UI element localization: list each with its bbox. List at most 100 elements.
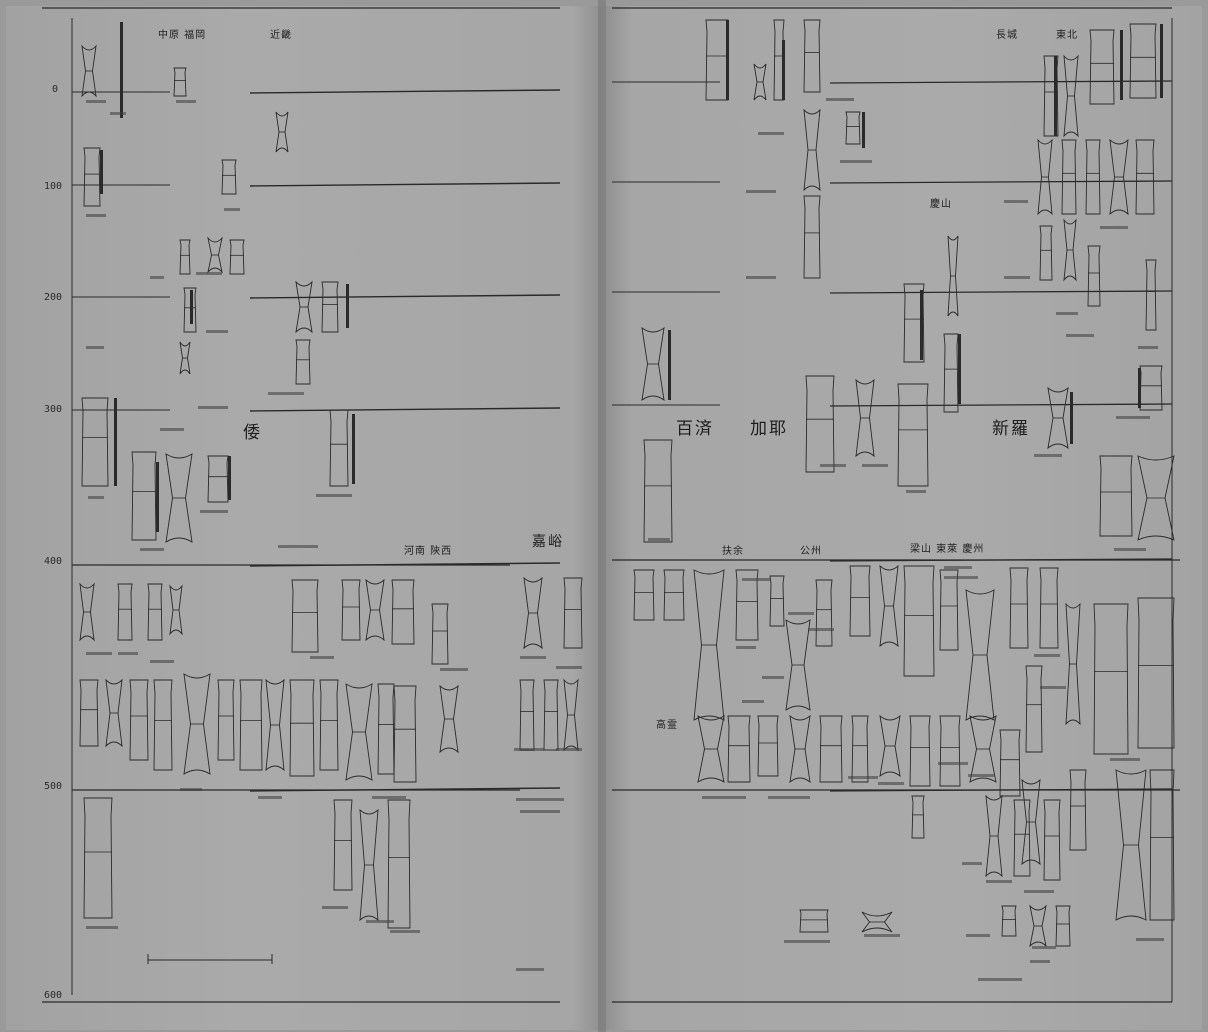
caption-mark: [440, 668, 468, 671]
caption-mark: [702, 796, 746, 799]
artifact-side-view: [156, 462, 159, 532]
artifact-outline: [1150, 770, 1174, 920]
period-line-left: [250, 183, 560, 186]
artifact-outline: [1040, 568, 1058, 648]
artifact-outline: [132, 452, 156, 540]
artifact-outline: [222, 160, 236, 194]
artifact-outline: [84, 798, 112, 918]
artifact-outline: [388, 800, 410, 928]
artifact-side-view: [920, 290, 923, 360]
caption-mark: [1116, 416, 1150, 419]
artifact-outline: [80, 680, 98, 746]
artifact-outline: [1002, 906, 1016, 936]
caption-mark: [962, 862, 982, 865]
artifact-side-view: [100, 150, 103, 194]
artifact-outline: [218, 680, 234, 760]
artifact-side-view: [726, 20, 729, 100]
artifact-outline: [174, 68, 186, 96]
artifact-outline: [330, 410, 348, 486]
artifact-outline: [544, 680, 558, 750]
artifact-outline: [82, 398, 108, 486]
period-line-right: [830, 181, 1172, 183]
caption-mark: [110, 112, 126, 115]
artifact-side-view: [346, 284, 349, 328]
artifact-outline: [1044, 800, 1060, 880]
caption-mark: [514, 748, 544, 751]
caption-mark: [1136, 938, 1164, 941]
artifact-outline: [378, 684, 394, 774]
artifact-outline: [816, 580, 832, 646]
caption-mark: [1004, 276, 1030, 279]
artifact-outline: [1062, 140, 1076, 214]
caption-mark: [746, 276, 776, 279]
caption-mark: [1114, 548, 1146, 551]
caption-mark: [316, 494, 352, 497]
artifact-outline: [1056, 906, 1070, 946]
artifact-outline: [1146, 260, 1156, 330]
caption-mark: [1024, 890, 1054, 893]
artifact-outline: [1130, 24, 1156, 98]
artifact-outline: [208, 456, 228, 502]
artifact-outline: [564, 578, 582, 648]
artifact-outline: [800, 910, 828, 932]
caption-mark: [196, 272, 222, 275]
artifact-side-view: [228, 456, 231, 500]
caption-mark: [86, 100, 106, 103]
artifact-side-view: [190, 290, 193, 324]
period-line-right: [830, 291, 1172, 293]
caption-mark: [968, 774, 994, 777]
caption-mark: [310, 656, 334, 659]
caption-mark: [864, 934, 900, 937]
artifact-outline: [806, 376, 834, 472]
caption-mark: [736, 646, 756, 649]
artifact-side-view: [1070, 392, 1073, 444]
artifact-outline: [820, 716, 842, 782]
artifact-outline: [1140, 366, 1162, 410]
caption-mark: [372, 796, 406, 799]
artifact-outline: [1094, 604, 1128, 754]
caption-mark: [938, 762, 968, 765]
caption-mark: [848, 776, 878, 779]
artifact-outline: [322, 282, 338, 332]
artifact-outline: [940, 716, 960, 786]
caption-mark: [762, 676, 784, 679]
artifact-side-view: [1120, 30, 1123, 100]
caption-mark: [758, 132, 784, 135]
artifact-side-view: [862, 112, 865, 148]
artifact-outline: [898, 384, 928, 486]
artifact-side-view: [352, 414, 355, 484]
artifact-outline: [240, 680, 262, 770]
caption-mark: [862, 464, 888, 467]
artifact-outline: [910, 716, 930, 786]
caption-mark: [808, 628, 834, 631]
artifact-outline: [846, 112, 860, 144]
caption-mark: [1034, 454, 1062, 457]
caption-mark: [322, 906, 348, 909]
artifact-side-view: [120, 22, 123, 118]
period-line-right: [830, 404, 1172, 406]
caption-mark: [140, 548, 164, 551]
caption-mark: [742, 700, 764, 703]
caption-mark: [516, 968, 544, 971]
caption-mark: [1034, 654, 1060, 657]
artifact-outline: [118, 584, 132, 640]
caption-mark: [150, 660, 174, 663]
caption-mark: [648, 538, 670, 541]
caption-mark: [556, 748, 582, 751]
artifact-outline: [1090, 30, 1114, 104]
artifact-outline: [148, 584, 162, 640]
artifact-outline: [84, 148, 100, 206]
artifact-outline: [728, 716, 750, 782]
caption-mark: [86, 926, 118, 929]
artifact-outline: [804, 196, 820, 278]
caption-mark: [366, 920, 394, 923]
caption-mark: [944, 566, 972, 569]
artifact-outline: [1086, 140, 1100, 214]
artifact-outline: [904, 566, 934, 676]
caption-mark: [742, 578, 770, 581]
artifact-outline: [290, 680, 314, 776]
caption-mark: [200, 510, 228, 513]
artifact-outline: [296, 340, 310, 384]
caption-mark: [986, 880, 1012, 883]
caption-mark: [1056, 312, 1078, 315]
